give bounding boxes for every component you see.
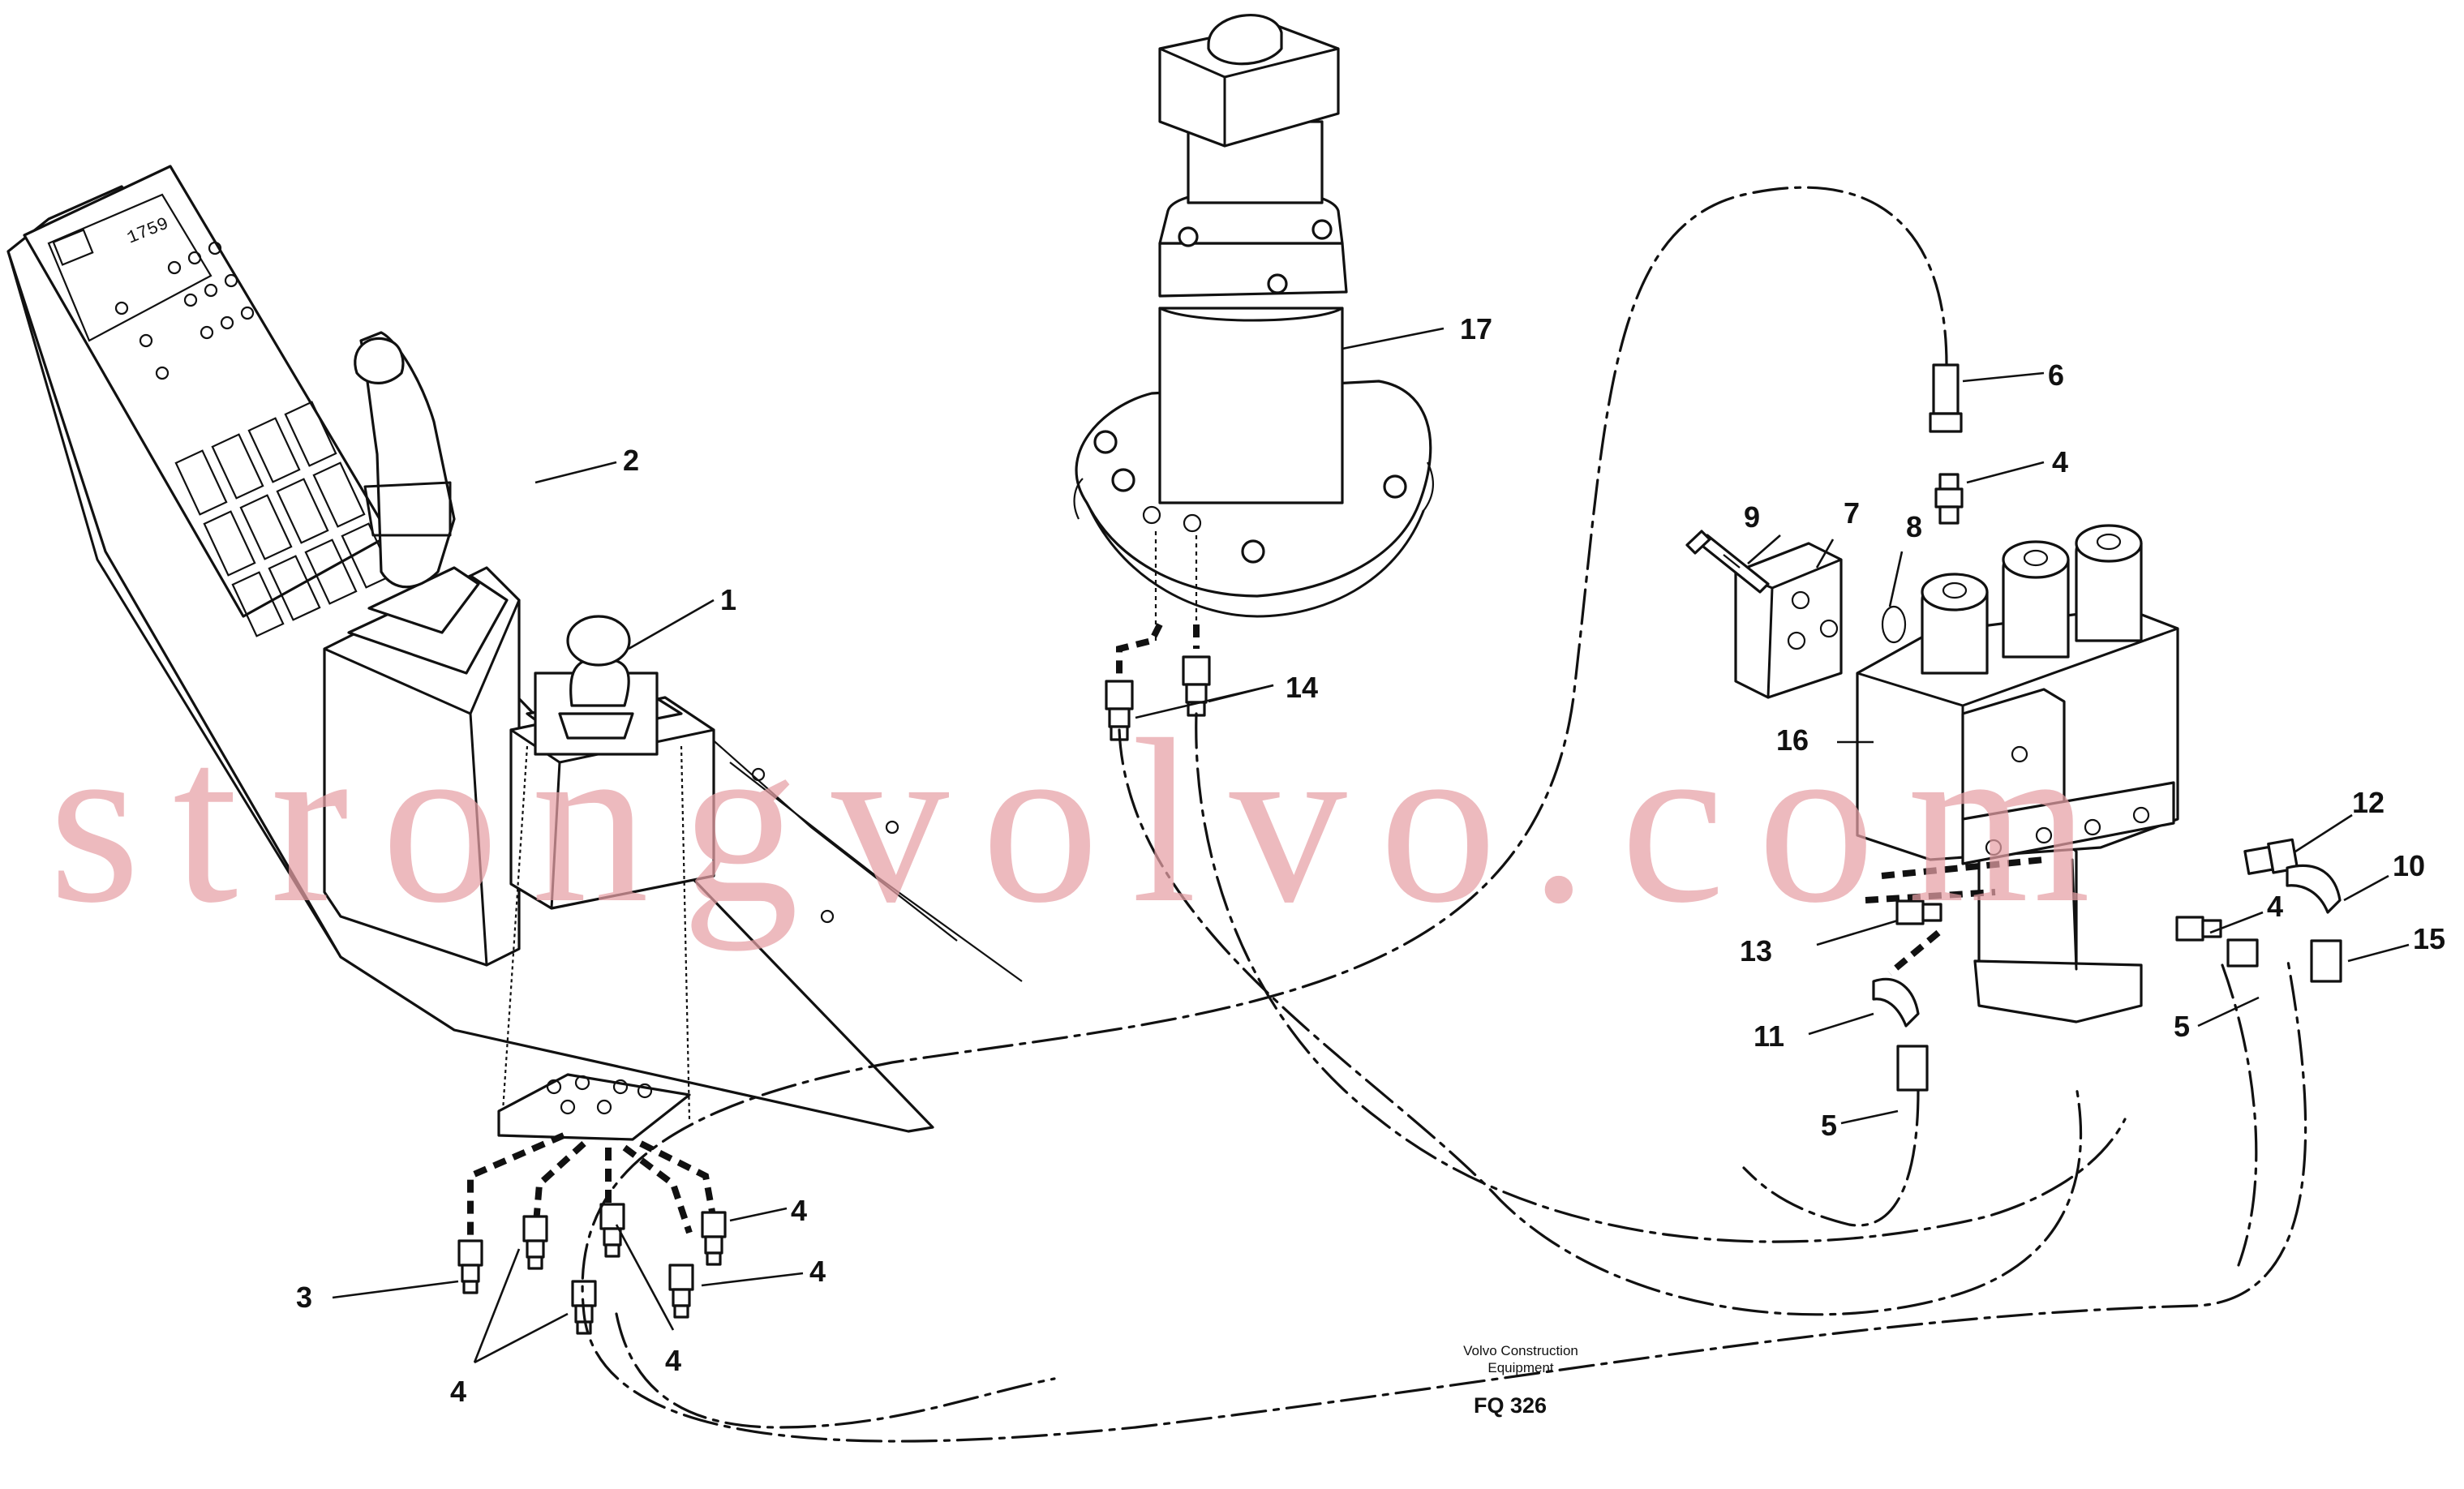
caption-block: Volvo Construction Equipment FQ 326 — [1463, 1343, 1578, 1418]
callouts: 17 6 4 2 1 9 7 8 14 16 12 10 15 4 13 5 1… — [296, 312, 2445, 1408]
callout-1: 1 — [720, 583, 736, 616]
callout-7: 7 — [1844, 496, 1860, 530]
callout-12: 12 — [2352, 786, 2385, 819]
joystick-left — [323, 331, 521, 967]
callout-2: 2 — [623, 444, 639, 477]
callout-8: 8 — [1906, 510, 1922, 543]
callout-9: 9 — [1744, 500, 1760, 534]
swivel-column — [1073, 14, 1435, 641]
joystick-right — [501, 615, 715, 1120]
callout-13: 13 — [1740, 934, 1772, 968]
callout-15: 15 — [2413, 922, 2445, 955]
callout-16: 16 — [1776, 723, 1809, 757]
leader-lines — [332, 327, 2410, 1364]
callout-4-plate-c: 4 — [665, 1344, 681, 1377]
callout-4-plate-b: 4 — [809, 1255, 826, 1288]
callout-10: 10 — [2393, 849, 2425, 882]
callout-17: 17 — [1460, 312, 1492, 345]
valve-block — [1685, 524, 2179, 1023]
fittings-group-plate — [457, 1203, 727, 1335]
callout-3: 3 — [296, 1281, 312, 1314]
valve-top-fittings — [1929, 363, 1964, 525]
long-hoses — [581, 186, 2307, 1443]
swivel-fittings — [1105, 623, 1211, 741]
plate-short-hoses — [467, 1132, 717, 1249]
callout-5-lower: 5 — [1821, 1109, 1837, 1142]
caption-line1: Volvo Construction — [1463, 1343, 1578, 1358]
callout-14: 14 — [1286, 671, 1318, 704]
valve-side-fittings — [1872, 838, 2342, 1092]
figure-code: FQ 326 — [1474, 1393, 1547, 1418]
callout-4-valve: 4 — [2267, 890, 2283, 923]
callout-4: 4 — [2052, 445, 2068, 478]
callout-4-plate-a: 4 — [791, 1194, 807, 1227]
manifold-plate — [497, 1073, 691, 1141]
callout-11: 11 — [1754, 1019, 1784, 1053]
callout-6: 6 — [2048, 358, 2064, 392]
callout-5: 5 — [2174, 1010, 2190, 1043]
caption-line2: Equipment — [1487, 1360, 1554, 1375]
callout-4-plate-d: 4 — [450, 1375, 466, 1408]
watermark-text: strongvolvo.com — [49, 691, 2123, 951]
